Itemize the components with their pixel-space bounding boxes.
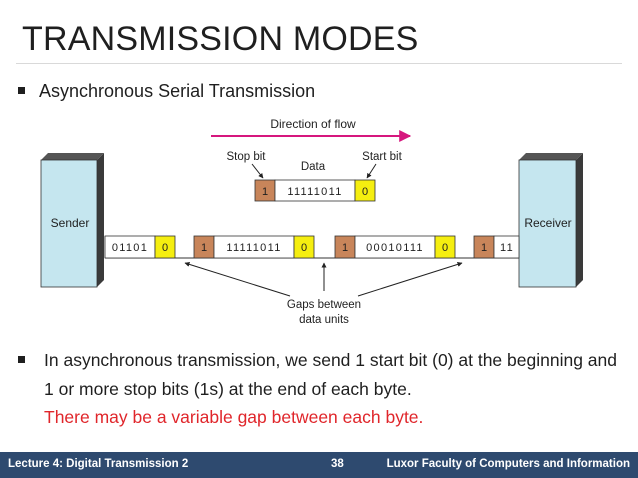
legend-start-text: 0 <box>362 186 368 198</box>
legend-data-text: 11111011 <box>287 186 342 198</box>
bullet-square-icon <box>18 356 25 363</box>
seg1-start-bit <box>154 235 176 259</box>
slide-footer: Lecture 4: Digital Transmission 2 38 Lux… <box>0 452 638 478</box>
explanation-paragraph: In asynchronous transmission, we send 1 … <box>18 346 617 432</box>
seg4-data-text: 11 <box>500 242 514 254</box>
title-divider <box>16 63 622 64</box>
receiver-box: Receiver <box>518 153 583 288</box>
bullet-square-icon <box>18 86 25 94</box>
async-transmission-diagram: Direction of flow Stop bit Data Start bi… <box>40 117 583 326</box>
gaps-label-line1: Gaps between <box>287 299 361 311</box>
receiver-label: Receiver <box>524 216 571 230</box>
gaps-label-line2: data units <box>299 314 349 326</box>
bullet-asynchronous: Asynchronous Serial Transmission <box>18 81 315 102</box>
seg2-stop-text: 1 <box>201 242 207 254</box>
seg3-start-bit <box>434 235 456 259</box>
sender-box: Sender <box>40 153 104 288</box>
legend-stop-text: 1 <box>262 186 268 198</box>
seg2-data-text: 11111011 <box>226 242 281 254</box>
seg4-data-cell <box>493 235 520 259</box>
gap-pointer-3 <box>357 261 463 297</box>
slide-title: TRANSMISSION MODES <box>22 20 419 58</box>
receiver-top-face <box>519 153 583 160</box>
receiver-side-face <box>576 153 583 287</box>
sender-side-face <box>97 153 104 287</box>
seg3-start-text: 0 <box>442 242 448 254</box>
variable-gap-highlight: There may be a variable gap between each… <box>44 407 424 427</box>
seg4-stop-text: 1 <box>481 242 487 254</box>
start-bit-pointer <box>366 163 377 179</box>
sender-top-face <box>41 153 104 160</box>
seg1-data-text: 01101 <box>112 242 148 254</box>
stop-bit-label: Stop bit <box>227 151 267 163</box>
bullet-text: Asynchronous Serial Transmission <box>39 81 316 101</box>
gap-pointer-1 <box>184 261 291 297</box>
legend-start-bit <box>354 179 376 202</box>
explanation-text: In asynchronous transmission, we send 1 … <box>44 350 617 399</box>
footer-institution: Luxor Faculty of Computers and Informati… <box>386 458 630 470</box>
footer-page-number: 38 <box>331 458 344 470</box>
start-bit-label: Start bit <box>362 151 402 163</box>
sender-label: Sender <box>51 216 90 230</box>
footer-lecture-title: Lecture 4: Digital Transmission 2 <box>8 458 189 470</box>
legend-frame: 1 11111011 0 <box>254 179 376 202</box>
frame-segment-1: 01101 0 <box>104 235 176 259</box>
receiver-front-face <box>518 159 577 288</box>
frame-segment-3: 1 00010111 0 <box>334 235 456 259</box>
seg2-start-text: 0 <box>301 242 307 254</box>
sender-front-face <box>40 159 98 288</box>
seg3-stop-text: 1 <box>342 242 348 254</box>
seg3-data-text: 00010111 <box>366 242 424 254</box>
seg1-start-text: 0 <box>162 242 168 254</box>
stop-bit-pointer <box>251 163 264 179</box>
seg2-start-bit <box>293 235 315 259</box>
frame-segment-4: 1 11 <box>473 235 520 259</box>
data-label: Data <box>301 161 326 173</box>
frame-segment-2: 1 11111011 0 <box>193 235 315 259</box>
direction-label: Direction of flow <box>270 117 356 131</box>
